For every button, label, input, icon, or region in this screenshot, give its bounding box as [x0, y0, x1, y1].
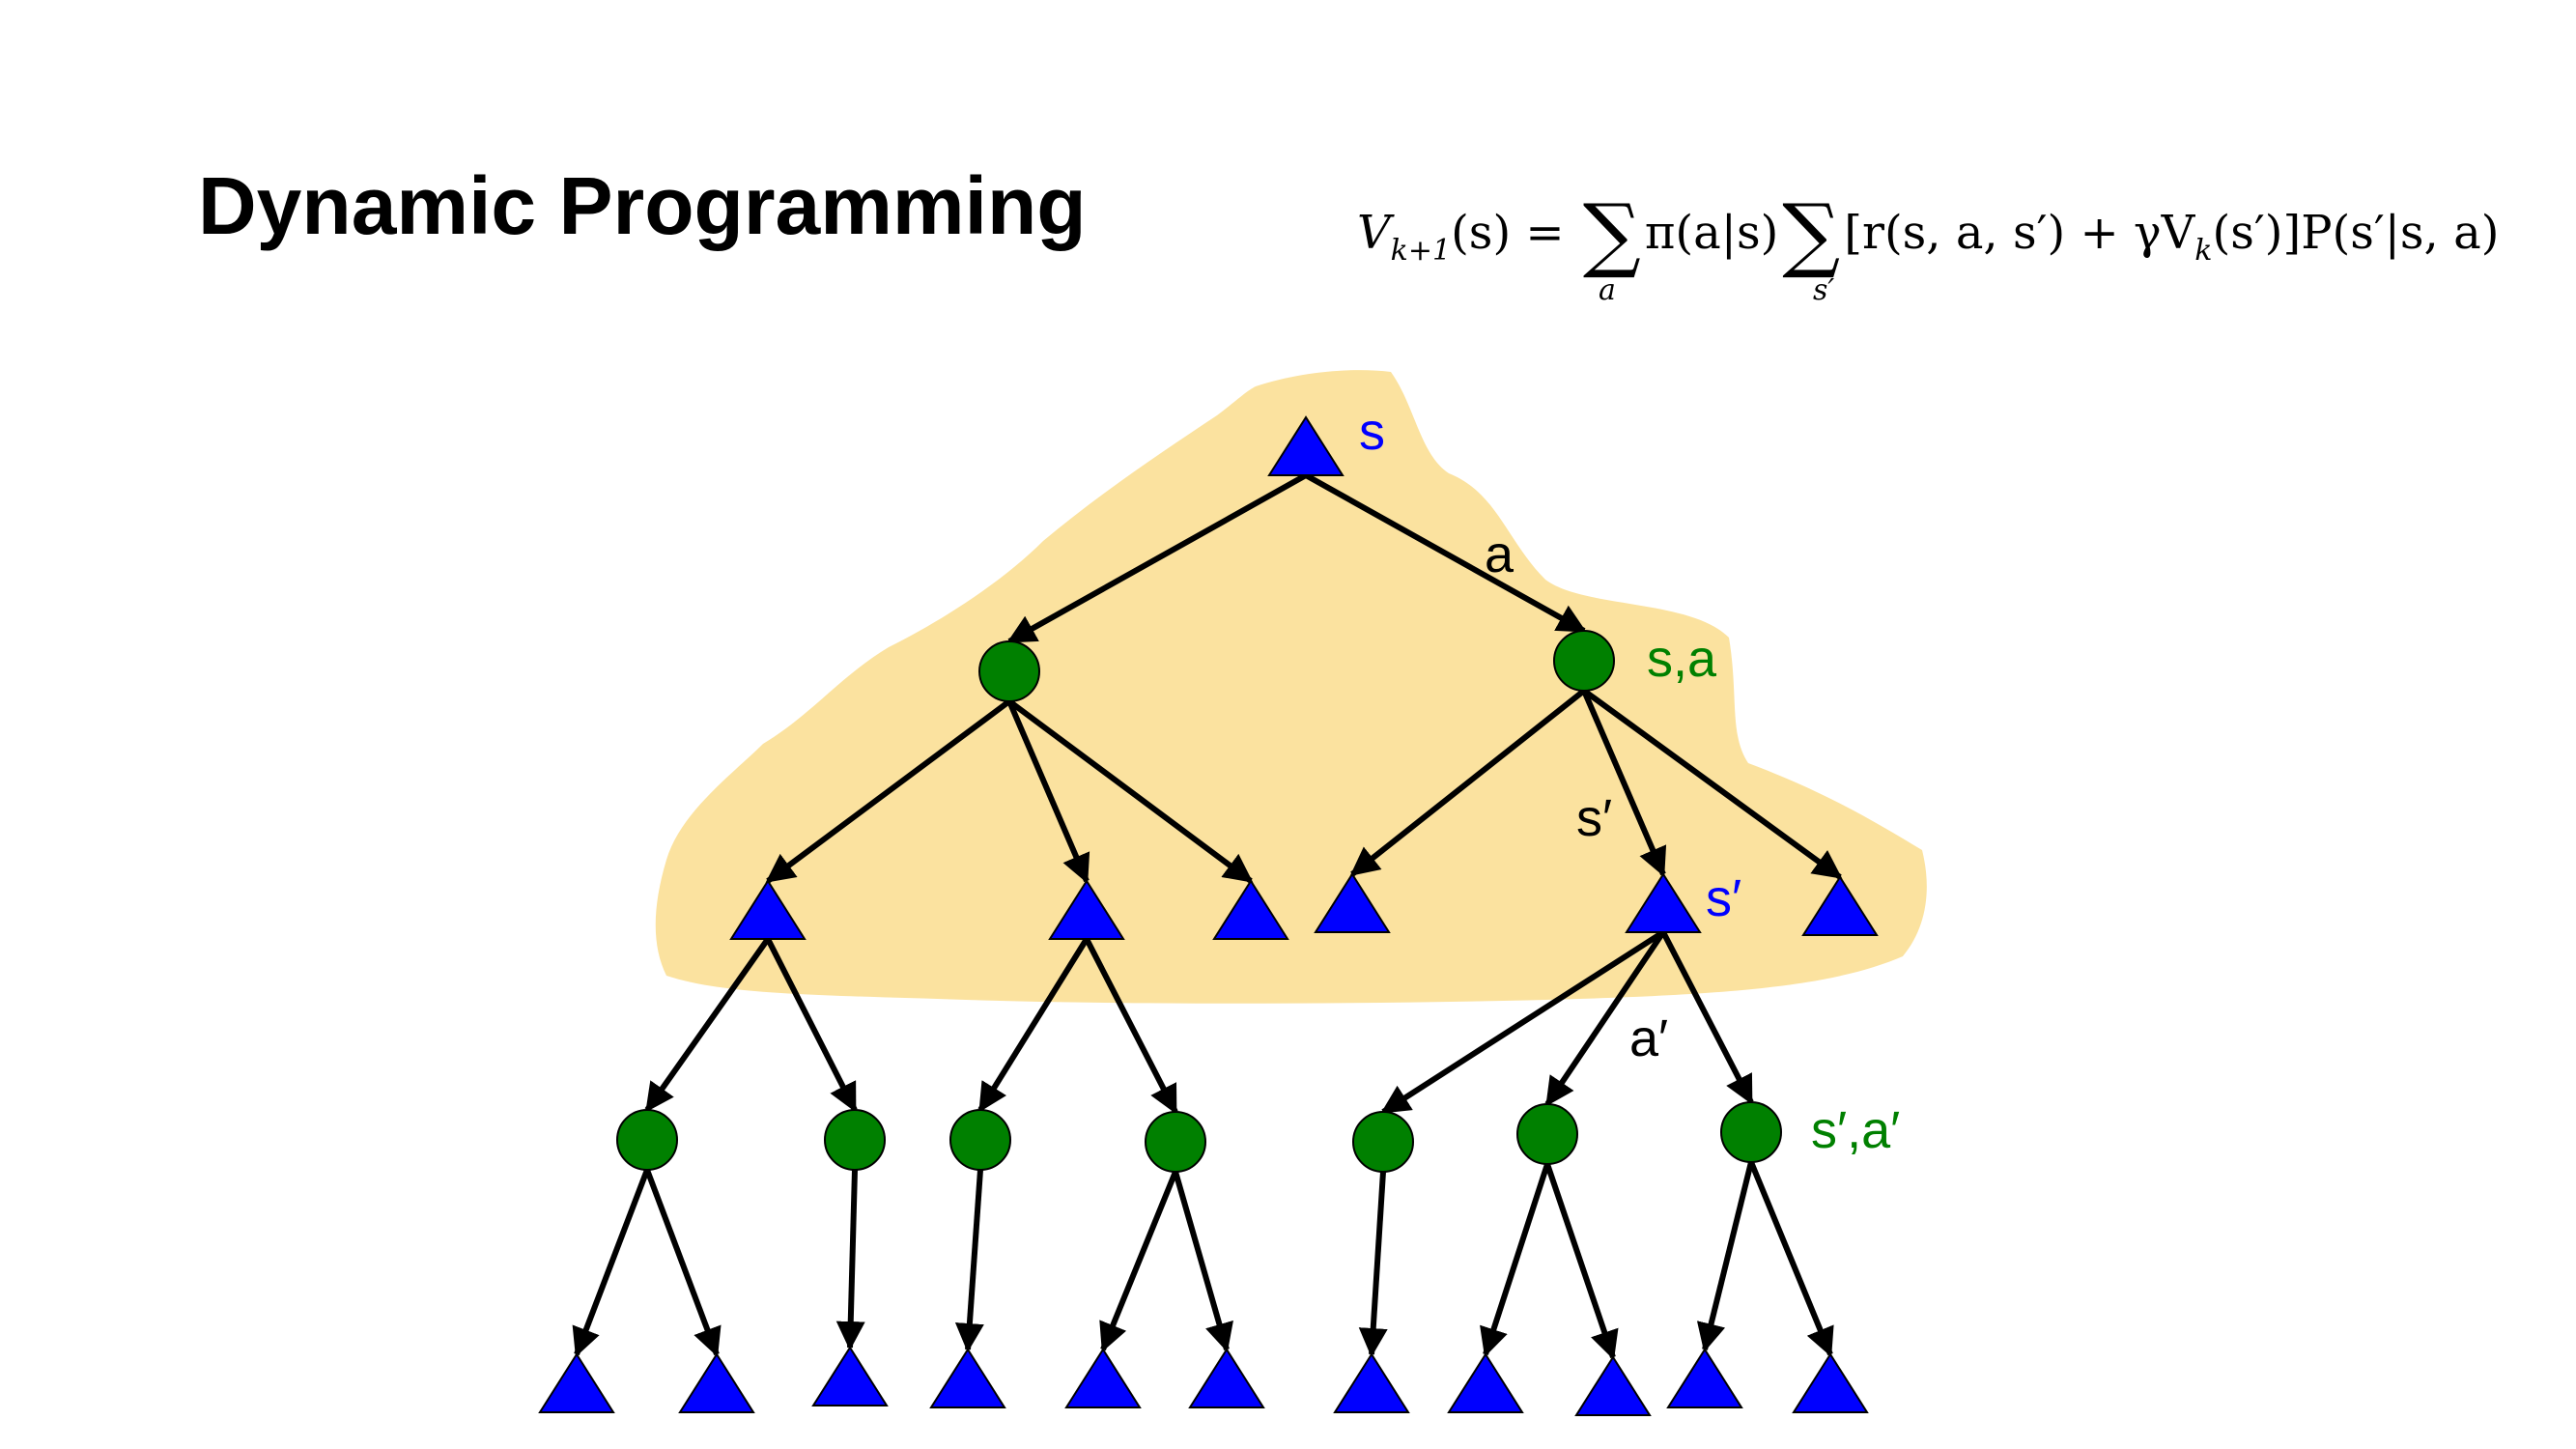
edge-g1-l1 [572, 1168, 650, 1357]
tree-nodes [538, 415, 1879, 1416]
edge-g7-l11 [1748, 1160, 1834, 1357]
edge-c2-t5 [1581, 689, 1667, 877]
state-node-t1 [729, 879, 807, 940]
slide-title: Dynamic Programming [198, 160, 1087, 251]
chance-node-c2 [1553, 630, 1615, 692]
chance-node-g5 [1352, 1111, 1414, 1173]
edge-t2-g3 [977, 937, 1090, 1113]
label-next-chance-s-prime-a-prime: s′,a′ [1811, 1101, 1900, 1159]
edge-t1-g1 [644, 937, 771, 1113]
formula-bracket-tail: (s′)]P(s′|s, a) [2212, 206, 2500, 260]
formula-bracket-term: [r(s, a, s′) + γV [1844, 206, 2195, 260]
formula-bracket-sub: k [2194, 234, 2213, 268]
edge-c1-t3 [1007, 698, 1254, 884]
state-node-l8 [1447, 1352, 1524, 1413]
label-root-s: s [1359, 403, 1385, 461]
edge-c1-t1 [765, 698, 1011, 884]
sum-sigma-a: ∑ [1582, 186, 1641, 281]
state-node-l3 [811, 1346, 889, 1406]
state-node-l11 [1792, 1352, 1869, 1413]
edge-g1-l2 [644, 1168, 722, 1357]
chance-node-g6 [1516, 1103, 1578, 1165]
state-node-t6 [1801, 875, 1879, 936]
edge-c2-t6 [1582, 688, 1843, 880]
chance-node-g3 [949, 1109, 1011, 1171]
formula-pi-term: π(a|s) [1644, 206, 1779, 260]
state-node-l10 [1666, 1348, 1743, 1408]
label-action-a: a [1485, 526, 1514, 583]
chance-node-g2 [824, 1109, 886, 1171]
edge-t1-g2 [765, 937, 858, 1113]
formula-main: Vk+1(s) = ∑π(a|s)∑[r(s, a, s′) + γVk(s′)… [1357, 186, 2499, 281]
edge-t5-g5 [1380, 929, 1665, 1115]
tree-edges [572, 472, 1843, 1360]
state-node-l2 [678, 1352, 755, 1413]
state-node-t5 [1625, 872, 1702, 933]
label-transition-s-prime: s′ [1576, 789, 1612, 847]
state-node-l6 [1188, 1348, 1265, 1408]
formula-lhs-arg: (s) = [1451, 206, 1579, 260]
sum-index-s-prime: s′ [1813, 273, 1835, 307]
state-node-root [1267, 415, 1345, 476]
state-node-l9 [1574, 1355, 1652, 1416]
edge-g7-l10 [1696, 1161, 1754, 1352]
state-node-t3 [1212, 879, 1289, 940]
edge-c2-t4 [1349, 688, 1586, 877]
edge-g4-l6 [1173, 1171, 1233, 1352]
highlight-region [655, 370, 1927, 1004]
edge-g3-l4 [954, 1169, 984, 1352]
formula-lhs-v: V [1357, 206, 1391, 260]
label-next-state-s-prime: s′ [1706, 869, 1741, 927]
edge-g5-l7 [1358, 1171, 1388, 1357]
state-node-l1 [538, 1352, 615, 1413]
edge-g6-l8 [1480, 1163, 1550, 1357]
state-node-l5 [1064, 1348, 1142, 1408]
state-node-t2 [1048, 879, 1125, 940]
sum-index-a: a [1599, 273, 1616, 307]
label-next-action-a-prime: a′ [1629, 1009, 1668, 1067]
edge-g4-l5 [1099, 1170, 1178, 1352]
chance-node-g4 [1145, 1111, 1206, 1173]
sum-sigma-s-prime: ∑ [1782, 186, 1841, 281]
edge-t5-g6 [1544, 930, 1666, 1107]
edge-root-c2 [1304, 472, 1587, 634]
label-chance-s-a: s,a [1647, 630, 1717, 688]
state-node-t4 [1314, 872, 1391, 933]
edge-g2-l3 [835, 1169, 865, 1350]
edge-root-c1 [1006, 472, 1308, 644]
edge-g6-l9 [1544, 1163, 1619, 1360]
edge-c1-t2 [1006, 699, 1090, 884]
edge-t2-g4 [1084, 937, 1178, 1115]
edge-t5-g7 [1660, 930, 1754, 1105]
chance-node-g1 [616, 1109, 678, 1171]
chance-node-c1 [978, 640, 1040, 702]
bellman-formula: Vk+1(s) = ∑π(a|s)∑[r(s, a, s′) + γVk(s′)… [1357, 169, 2516, 314]
formula-lhs-sub: k+1 [1390, 234, 1452, 268]
chance-node-g7 [1720, 1101, 1782, 1163]
state-node-l7 [1333, 1352, 1410, 1413]
state-node-l4 [929, 1348, 1006, 1408]
